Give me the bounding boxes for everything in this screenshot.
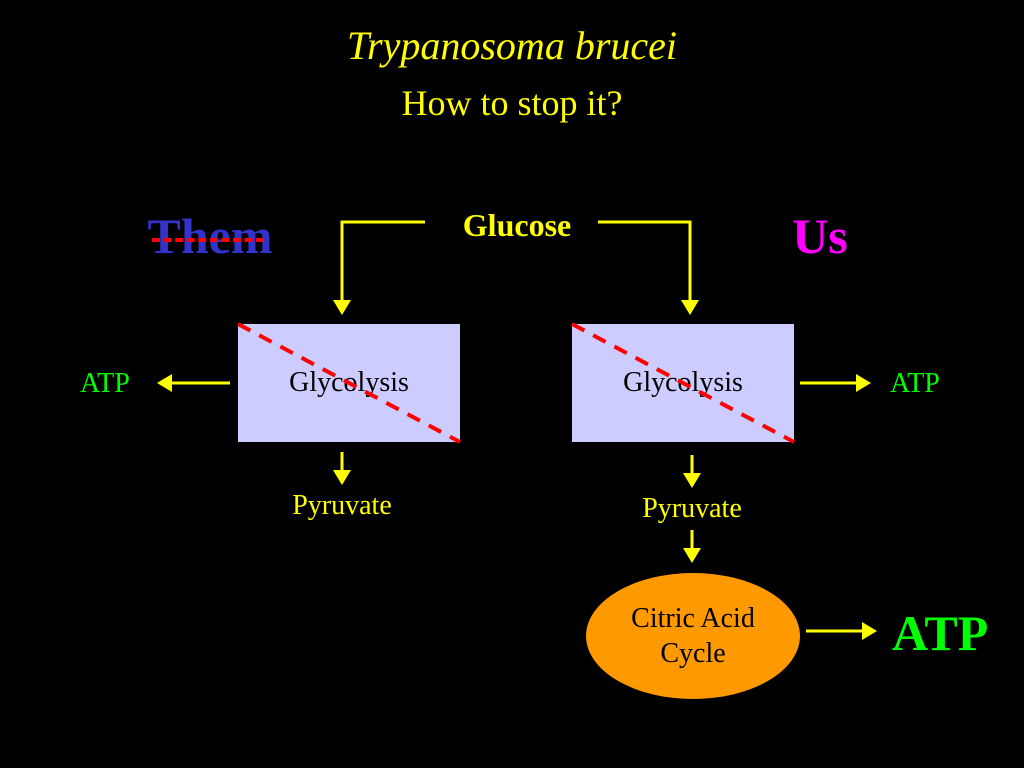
glucose-to-left-arrow bbox=[333, 220, 425, 315]
citric-acid-cycle-node: Citric Acid Cycle bbox=[586, 573, 800, 699]
slide-title: Trypanosoma brucei bbox=[347, 23, 677, 68]
glucose-label: Glucose bbox=[462, 207, 572, 243]
left-glycolysis-box: Glycolysis bbox=[238, 324, 460, 442]
them-heading: Them bbox=[147, 208, 273, 264]
right-glycolysis-label: Glycolysis bbox=[623, 367, 743, 398]
them-strikethrough bbox=[152, 238, 264, 242]
left-pyruvate-label: Pyruvate bbox=[292, 490, 392, 521]
glucose-to-right-arrow bbox=[598, 220, 699, 315]
left-atp-label: ATP bbox=[80, 368, 130, 399]
citric-acid-label-line2: Cycle bbox=[660, 638, 726, 669]
us-heading: Us bbox=[792, 208, 848, 264]
cycle-atp-label: ATP bbox=[892, 605, 989, 661]
left-glycolysis-label: Glycolysis bbox=[289, 367, 409, 398]
right-atp-label: ATP bbox=[890, 368, 940, 399]
right-pyruvate-label: Pyruvate bbox=[642, 493, 742, 524]
right-glycolysis-box: Glycolysis bbox=[572, 324, 794, 442]
slide-subtitle: How to stop it? bbox=[401, 83, 623, 123]
citric-acid-label-line1: Citric Acid bbox=[631, 603, 755, 634]
